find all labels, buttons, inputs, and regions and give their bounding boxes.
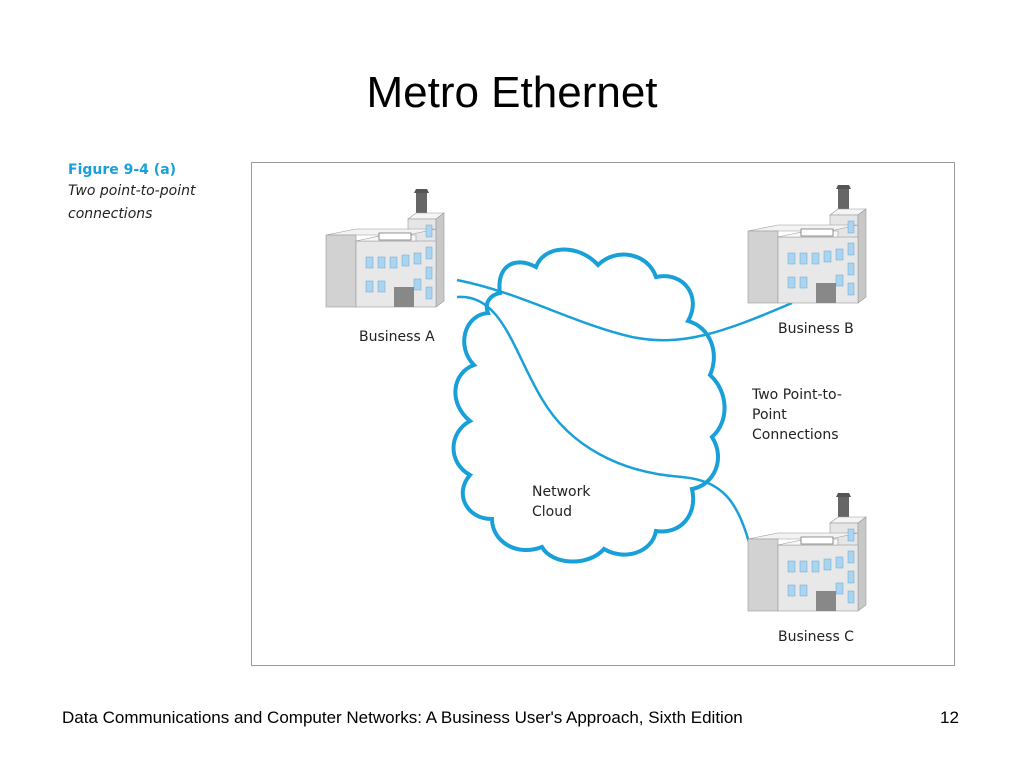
connections-label-line2: Point (752, 407, 787, 423)
network-diagram: Business A Business B Business C Network… (325, 184, 867, 645)
connection-a-to-c (456, 295, 754, 554)
business-a-building-icon (325, 188, 445, 308)
cloud-label-line2: Cloud (532, 504, 572, 520)
connection-a-to-b (456, 278, 793, 342)
cloud-label-line1: Network (532, 484, 591, 500)
business-c-label: Business C (778, 629, 854, 645)
slide-title: Metro Ethernet (366, 68, 658, 117)
figure-frame: Business A Business B Business C Network… (251, 162, 955, 666)
business-c-building-icon (747, 492, 867, 612)
page-number: 12 (940, 708, 959, 727)
figure-number: Figure 9-4 (a) (68, 162, 177, 178)
business-b-label: Business B (778, 321, 854, 337)
business-b-building-icon (747, 184, 867, 304)
network-cloud (451, 247, 727, 564)
slide-footer: Data Communications and Computer Network… (62, 708, 743, 727)
business-a-label: Business A (359, 329, 435, 345)
connections-label-line3: Connections (752, 427, 839, 443)
figure-caption: Figure 9-4 (a) Two point-to-point connec… (68, 160, 238, 226)
connections-label-line1: Two Point-to- (751, 387, 842, 403)
figure-description: Two point-to-point connections (68, 183, 196, 222)
